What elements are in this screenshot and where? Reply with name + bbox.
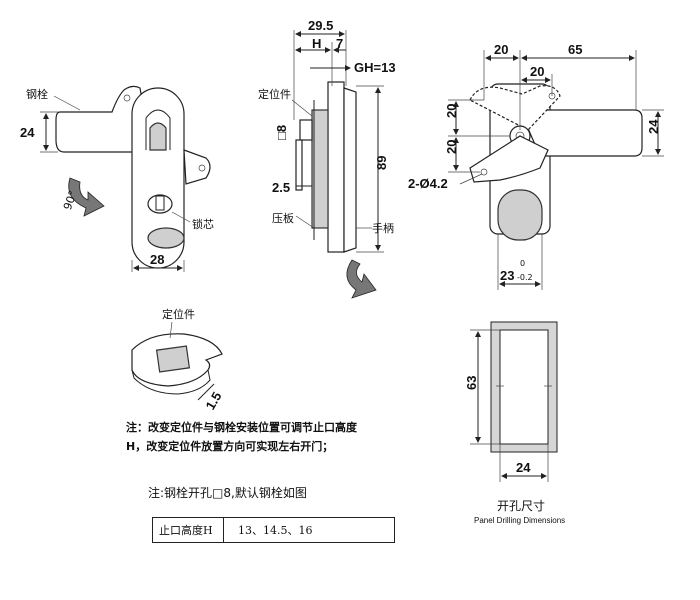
side-dim-thickness: 2.5 [272,180,290,195]
rear-tol-lower: -0.2 [517,273,533,282]
rotation-angle: 90° [61,189,80,212]
locator-label: 定位件 [162,307,195,321]
side-dim-total: 29.5 [308,18,333,33]
cutout-caption-cn: 开孔尺寸 [497,499,546,513]
rear-dim-holes: 2-Ø4.2 [408,176,448,191]
side-dim-gh: GH=13 [354,60,396,75]
label-core: 锁芯 [192,217,214,231]
front-view: 24 28 钢栓 锁芯 90° [20,85,214,272]
label-plate: 压板 [272,211,294,225]
label-bolt: 钢栓 [26,87,48,101]
rear-dim-20-b: 20 [444,140,459,154]
rotate-arrow-icon [346,259,377,299]
note-line-2: H，改变定位件放置方向可实现左右开门； [126,440,334,453]
cutout-caption-en: Panel Drilling Dimensions [474,516,566,525]
panel-cutout: 63 24 [464,321,558,482]
side-dim-h: H [312,36,321,51]
rear-dim-23: 23 [500,268,514,283]
rear-view: 20 65 20 20 20 24 2-Ø4.2 23 0 -0.2 [408,42,664,290]
front-dim-24: 24 [20,125,35,140]
rotate-arrow-icon [68,177,105,217]
cutout-dim-width: 24 [516,460,531,475]
table-row: 止口高度H 13、14.5、16 [152,517,395,543]
rear-dim-65: 65 [568,42,582,57]
rear-dim-20-a: 20 [444,104,459,118]
note-line-3: 注:钢栓开孔□8,默认钢栓如图 [148,486,307,500]
height-table: 止口高度H 13、14.5、16 [152,517,395,543]
rear-dim-20-top: 20 [494,42,508,57]
side-dim-length: 89 [374,156,389,170]
table-key: 止口高度H [152,517,224,543]
front-dim-28: 28 [150,252,164,267]
table-value: 13、14.5、16 [223,517,395,543]
label-locator: 定位件 [258,87,291,101]
label-handle: 手柄 [372,221,394,235]
note-line-1: 注：改变定位件与钢栓安装位置可调节止口高度 [126,421,357,434]
side-dim-square: □8 [274,125,289,140]
rear-tol-upper: 0 [520,259,525,268]
rear-dim-24: 24 [646,119,661,134]
side-view: 29.5 H 7 GH=13 定位件 □8 2.5 压板 89 手柄 [258,18,396,299]
rear-dim-20-mid: 20 [530,64,544,79]
locator-detail: 定位件 1.5 [131,307,225,412]
side-dim-7: 7 [336,36,343,51]
cutout-dim-height: 63 [464,376,479,390]
